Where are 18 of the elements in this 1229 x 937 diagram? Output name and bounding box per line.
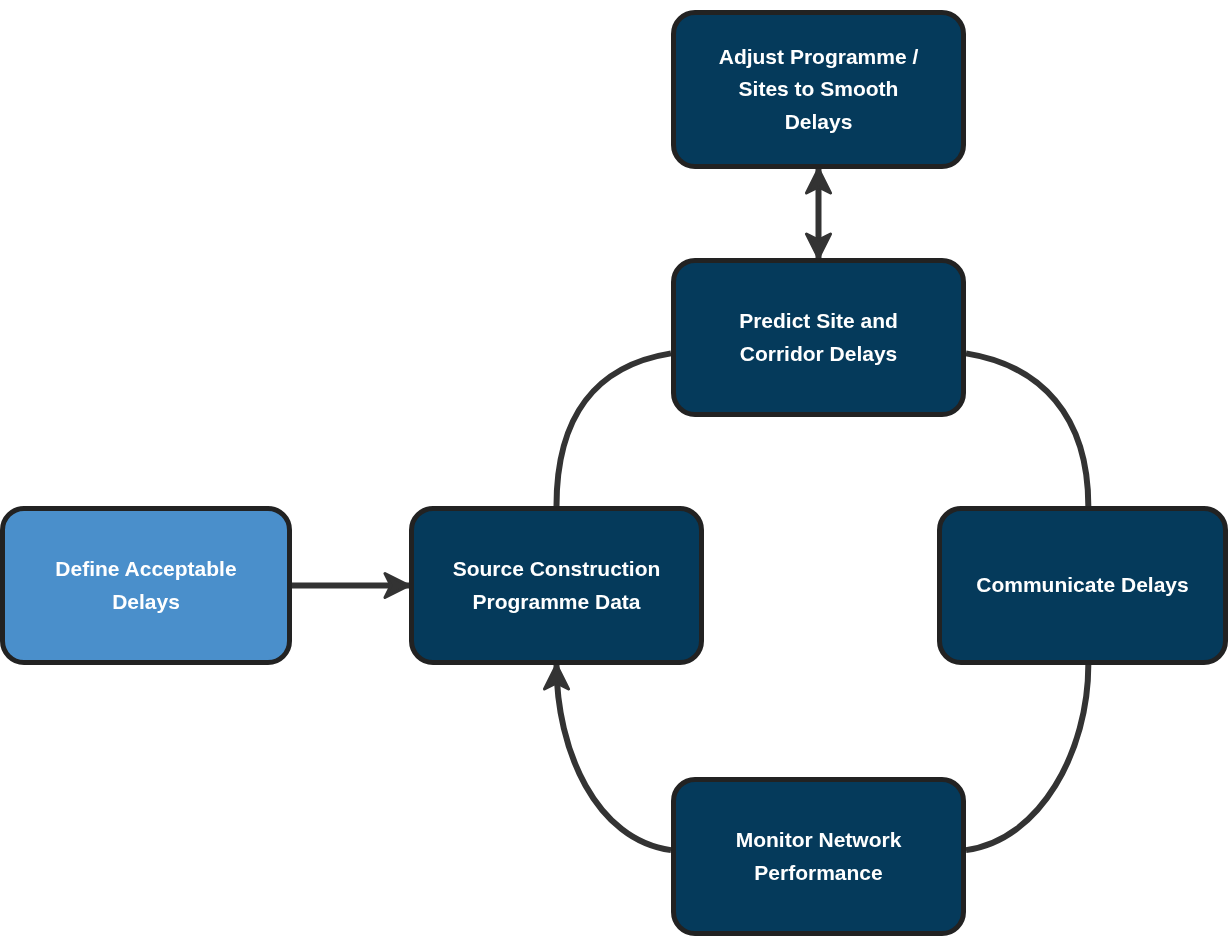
box-label: Adjust Programme / Sites to Smooth Delays [717,43,920,135]
process-box [0,506,292,665]
box-label: Communicate Delays [976,572,1189,599]
connector-line [965,664,1092,854]
arrow [543,663,672,854]
process-box [671,10,966,169]
process-box [409,506,704,665]
box-label: Source Construction Programme Data [451,555,662,615]
arrow [805,167,832,260]
box-label: Define Acceptable Delays [54,555,238,615]
box-label: Predict Site and Corridor Delays [738,307,899,367]
connector-line [965,350,1092,507]
process-box [937,506,1228,665]
box-label: Monitor Network Performance [734,826,903,886]
process-box [671,258,966,417]
connector-line [553,350,672,507]
arrow [292,572,411,599]
process-box [671,777,966,936]
